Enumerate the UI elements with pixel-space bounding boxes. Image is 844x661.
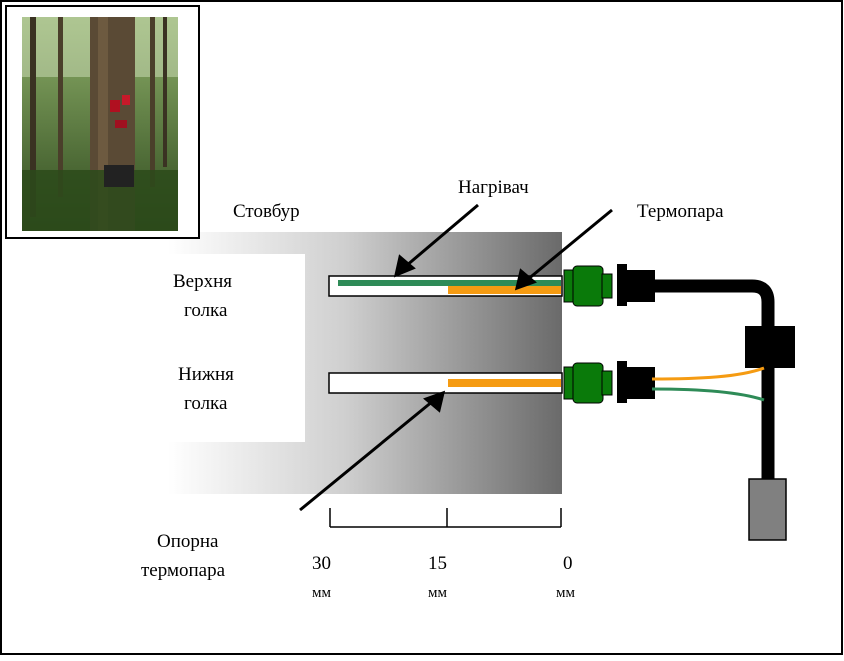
- scale-tick-30: 30: [312, 553, 331, 574]
- trunk-label: Стовбур: [233, 201, 300, 222]
- upper-needle-label-line1: Верхня: [173, 271, 232, 292]
- junction-box: [745, 326, 795, 368]
- lower-needle-label-line1: Нижня: [178, 364, 234, 385]
- thermocouple-label: Термопара: [637, 201, 724, 222]
- tree-photo: [5, 5, 200, 239]
- trunk-section: [8, 232, 562, 494]
- scale-unit-15: мм: [428, 585, 447, 601]
- pointer-arrows: [299, 203, 613, 512]
- lower-connector: [563, 361, 655, 404]
- upper-needle: [328, 275, 563, 297]
- lower-needle: [328, 372, 563, 394]
- scale-tick-0: 0: [563, 553, 573, 574]
- reference-thermocouple-label-line2: термопара: [141, 560, 226, 581]
- cable: [650, 279, 795, 541]
- upper-connector: [563, 264, 655, 307]
- scale-bar: [329, 508, 562, 528]
- upper-needle-label-line2: голка: [184, 300, 228, 321]
- heater-wire: [338, 280, 561, 286]
- reference-thermocouple-wire: [448, 379, 561, 387]
- scale-unit-0: мм: [556, 585, 575, 601]
- lower-needle-label-line2: голка: [184, 393, 228, 414]
- upper-thermocouple-wire: [448, 286, 561, 294]
- reference-thermocouple-label-line1: Опорна: [157, 531, 219, 552]
- data-logger: [748, 478, 787, 541]
- scale-tick-15: 15: [428, 553, 447, 574]
- heater-label: Нагрівач: [458, 177, 529, 198]
- scale-unit-30: мм: [312, 585, 331, 601]
